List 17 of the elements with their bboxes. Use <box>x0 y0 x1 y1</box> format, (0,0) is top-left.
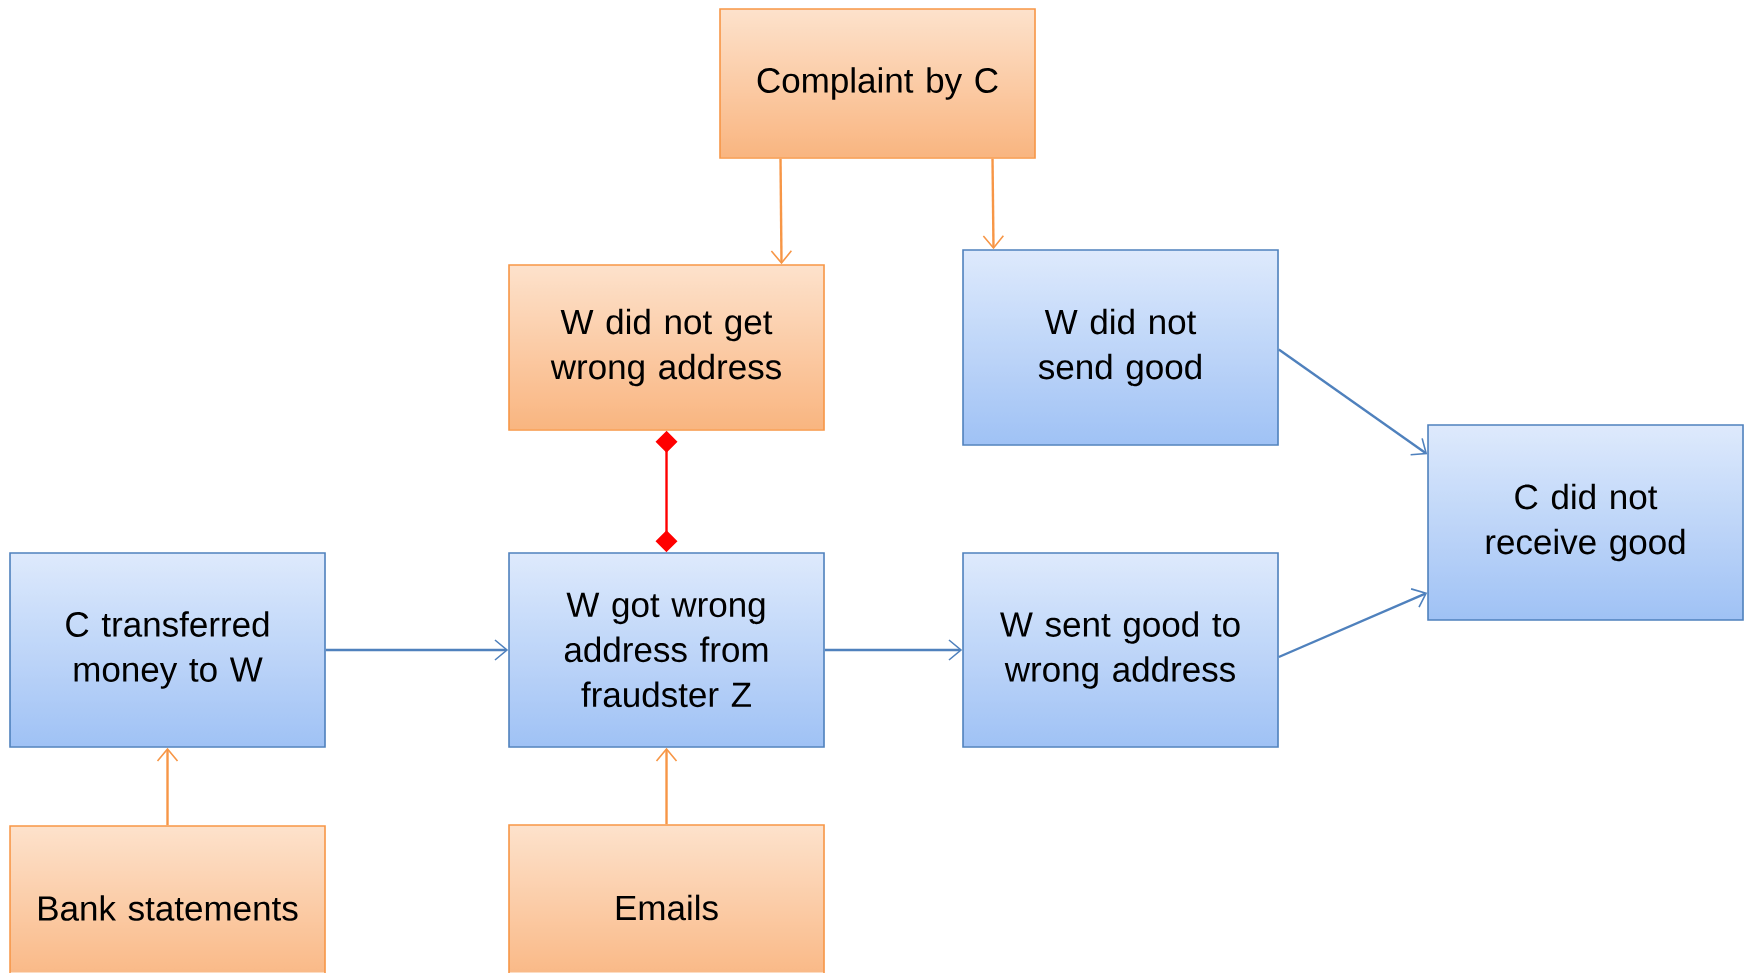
fact-box: W did not send good <box>962 249 1279 446</box>
arrow <box>1278 588 1428 659</box>
arrow <box>982 158 1005 250</box>
evidence-box: Complaint by C <box>719 8 1036 159</box>
arrow <box>325 639 509 661</box>
evidence-box: Emails <box>508 824 825 973</box>
arrow <box>824 639 963 661</box>
arrow <box>655 747 678 825</box>
fact-box: C did not receive good <box>1427 424 1744 621</box>
evidence-box: W did not get wrong address <box>508 264 825 431</box>
evidence-box: Bank statements <box>9 825 326 973</box>
fact-box: W sent good to wrong address <box>962 552 1279 748</box>
fact-box: C transferred money to W <box>9 552 326 748</box>
arrow <box>156 747 179 826</box>
fact-box: W got wrong address from fraudster Z <box>508 552 825 748</box>
arrow <box>1278 348 1428 456</box>
arrow <box>770 158 793 265</box>
